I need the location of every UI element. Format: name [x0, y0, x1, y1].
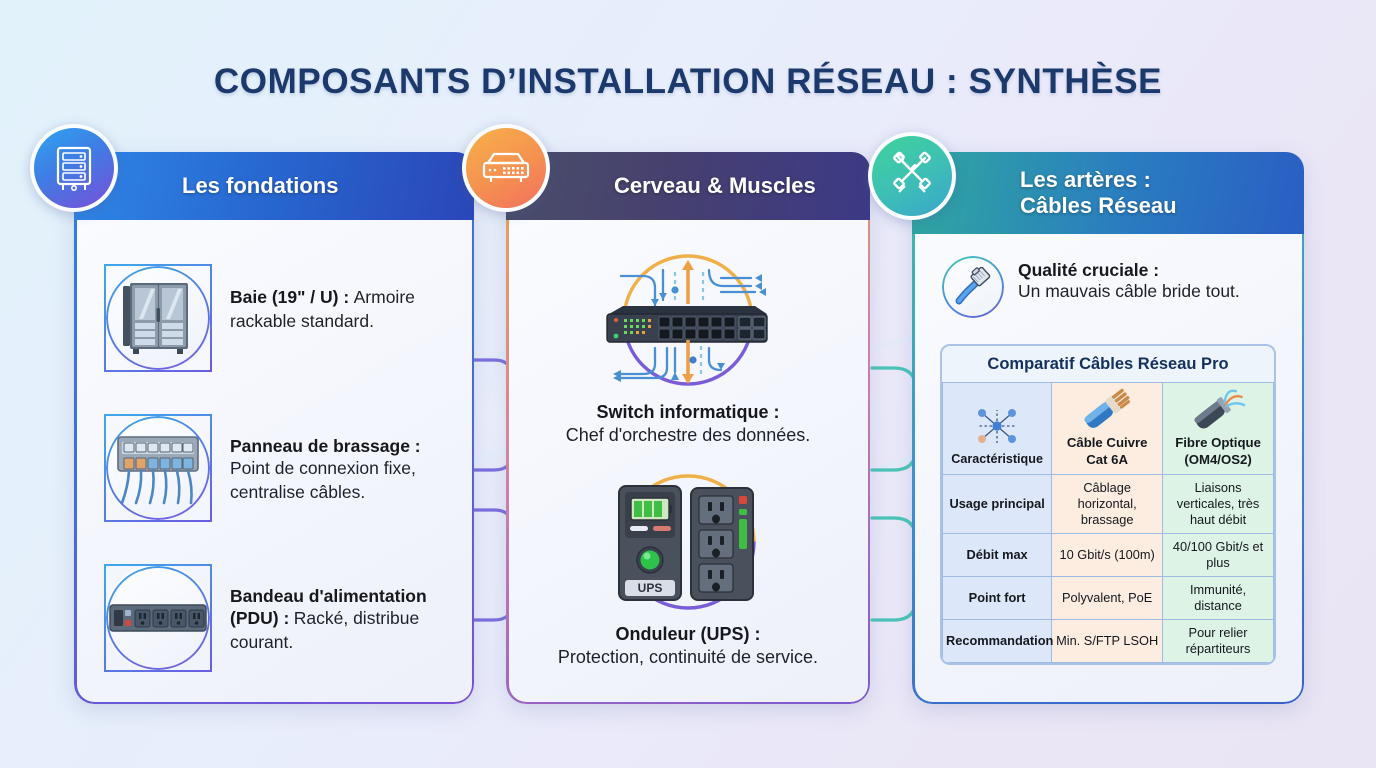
list-item-text: Panneau de brassage : Point de connexion…	[230, 414, 460, 505]
card-fondations[interactable]: Les fondations	[30, 124, 474, 704]
table-header-label: Caractéristique	[951, 452, 1043, 467]
table-header-row: Caractéristique	[942, 382, 1274, 475]
table-cell-copper: Polyvalent, PoE	[1051, 575, 1164, 620]
comparison-table-title: Comparatif Câbles Réseau Pro	[987, 355, 1229, 373]
table-header-label: Fibre Optique (OM4/OS2)	[1175, 435, 1261, 467]
table-header-label: Câble Cuivre Cat 6A	[1066, 435, 1148, 467]
list-item[interactable]: Baie (19" / U) : Armoire rackable standa…	[104, 264, 460, 372]
table-cell-copper: Min. S/FTP LSOH	[1051, 618, 1164, 663]
network-switch-illustration	[583, 248, 793, 398]
list-item-strong: Panneau de brassage :	[230, 436, 421, 456]
page-title: COMPOSANTS D’INSTALLATION RÉSEAU : SYNTH…	[213, 62, 1163, 101]
network-switch-icon	[462, 124, 550, 212]
quality-note-body: Un mauvais câble bride tout.	[1018, 281, 1240, 301]
table-cell-fiber: Liaisons verticales, très haut débit	[1162, 474, 1274, 534]
card-fondations-title: Les fondations	[182, 173, 339, 199]
table-row: Recommandation Min. S/FTP LSOH Pour reli…	[942, 618, 1274, 663]
table-cell-fiber: Immunité, distance	[1162, 575, 1274, 620]
table-cell-feature: Débit max	[942, 532, 1053, 577]
table-row: Débit max 10 Gbit/s (100m) 40/100 Gbit/s…	[942, 532, 1274, 577]
list-item-text: Baie (19" / U) : Armoire rackable standa…	[230, 264, 460, 334]
quality-note-text: Qualité cruciale : Un mauvais câble brid…	[1018, 256, 1240, 302]
card-cerveau-muscles-title: Cerveau & Muscles	[614, 173, 816, 199]
server-cabinet-icon	[104, 264, 212, 372]
list-item-body: Armoire rackable standard.	[230, 287, 415, 331]
rj45-plug-icon	[942, 256, 1004, 318]
copper-cable-icon	[1055, 388, 1159, 432]
table-row: Usage principal Câblage horizontal, bras…	[942, 474, 1274, 534]
list-item-body: Point de connexion fixe, centralise câbl…	[230, 458, 416, 502]
card-cerveau-muscles[interactable]: Cerveau & Muscles	[462, 124, 870, 704]
table-header-cuivre: Câble Cuivre Cat 6A	[1051, 382, 1164, 475]
network-nodes-icon	[946, 405, 1048, 449]
card-arteres-title: Les artères : Câbles Réseau	[1020, 167, 1177, 218]
table-cell-feature: Usage principal	[942, 474, 1053, 534]
patch-panel-icon	[104, 414, 212, 522]
card-fondations-header: Les fondations	[74, 152, 474, 220]
ups-caption-body: Protection, continuité de service.	[557, 647, 819, 667]
list-item[interactable]: Panneau de brassage : Point de connexion…	[104, 414, 460, 522]
quality-note-strong: Qualité cruciale :	[1018, 260, 1160, 280]
table-cell-feature: Point fort	[942, 575, 1053, 620]
table-cell-feature: Recommandation	[942, 618, 1053, 663]
comparison-table: Caractéristique	[942, 382, 1274, 663]
list-item-strong: Baie (19" / U) :	[230, 287, 350, 307]
table-cell-fiber: 40/100 Gbit/s et plus	[1162, 532, 1274, 577]
list-item[interactable]: Bandeau d'alimentation (PDU) : Racké, di…	[104, 564, 470, 672]
switch-caption-body: Chef d'orchestre des données.	[565, 425, 811, 445]
fiber-optic-cable-icon	[1166, 388, 1270, 432]
ups-caption-strong: Onduleur (UPS) :	[615, 624, 761, 644]
switch-caption-strong: Switch informatique :	[596, 402, 780, 422]
crossed-cables-icon	[868, 132, 956, 220]
list-item-strong: Bandeau d'alimentation (PDU) :	[230, 586, 427, 628]
table-header-fibre: Fibre Optique (OM4/OS2)	[1162, 382, 1274, 475]
switch-caption: Switch informatique : Chef d'orchestre d…	[506, 402, 870, 446]
card-arteres-cables[interactable]: Les artères : Câbles Réseau	[868, 132, 1304, 704]
card-cerveau-muscles-header: Cerveau & Muscles	[506, 152, 870, 220]
comparison-table-box: Comparatif Câbles Réseau Pro	[940, 344, 1276, 665]
list-item-body: Racké, distribue courant.	[230, 608, 420, 652]
table-cell-fiber: Pour relier répartiteurs	[1162, 618, 1274, 663]
power-strip-icon	[104, 564, 212, 672]
ups-illustration: UPS	[603, 464, 773, 624]
quality-note: Qualité cruciale : Un mauvais câble brid…	[942, 256, 1240, 318]
table-row: Point fort Polyvalent, PoE Immunité, dis…	[942, 575, 1274, 620]
card-arteres-header: Les artères : Câbles Réseau	[912, 152, 1304, 234]
table-cell-copper: Câblage horizontal, brassage	[1051, 474, 1164, 534]
list-item-text: Bandeau d'alimentation (PDU) : Racké, di…	[230, 564, 470, 655]
server-rack-icon	[30, 124, 118, 212]
table-header-caracteristique: Caractéristique	[942, 382, 1053, 475]
ups-caption: Onduleur (UPS) : Protection, continuité …	[506, 624, 870, 668]
svg-text:UPS: UPS	[638, 581, 663, 595]
table-cell-copper: 10 Gbit/s (100m)	[1051, 532, 1164, 577]
